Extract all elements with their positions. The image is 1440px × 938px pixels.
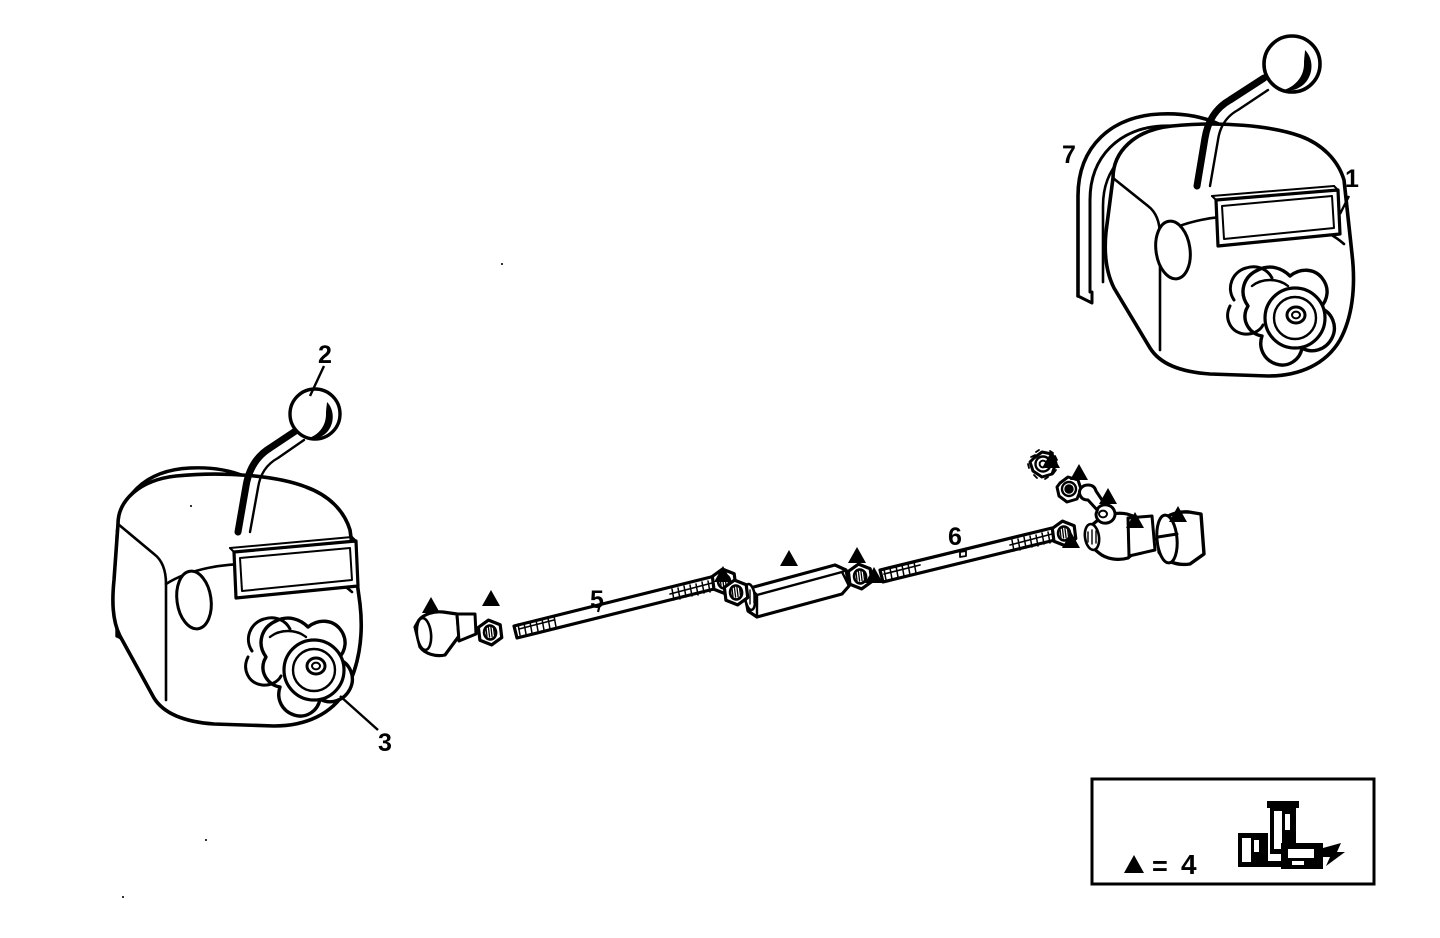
legend-product-image [1238, 801, 1345, 869]
legend-equals-sign: = [1152, 851, 1168, 881]
legend-box [1090, 777, 1376, 886]
lower-unit-rotary-cam [244, 616, 355, 718]
upper-unit-ball-knob [1262, 34, 1322, 94]
linkage-hex-bolt [1078, 483, 1117, 525]
callout-leaders [596, 603, 602, 613]
callout-label-3: 3 [378, 729, 392, 757]
callout-1-leader [1338, 195, 1351, 215]
lower-control-unit [111, 387, 364, 728]
callout-3-leader [339, 695, 379, 731]
scan-artifacts [122, 263, 503, 898]
lower-unit-port [175, 569, 213, 631]
linkage-socket-right [1155, 510, 1206, 567]
lower-unit-lever [234, 387, 342, 536]
upper-control-unit [1076, 34, 1356, 378]
linkage-threaded-rod-right [878, 526, 1057, 584]
upper-unit-port [1154, 219, 1192, 281]
callout-label-2: 2 [318, 341, 332, 369]
legend-triangle-icon [1124, 855, 1144, 873]
upper-unit-rotary-cam [1226, 265, 1337, 367]
linkage-flat-washer [1055, 475, 1083, 504]
callout-label-1: 1 [1345, 165, 1359, 193]
linkage-clevis-socket-left [413, 610, 478, 658]
legend-value: 4 [1181, 849, 1197, 880]
upper-unit-nameplate [1211, 185, 1342, 248]
callout-label-6: 6 [948, 523, 962, 551]
callout-2-leader [308, 365, 326, 397]
callout-label-5: 5 [590, 586, 604, 614]
upper-unit-lever [1193, 34, 1322, 190]
lower-unit-nameplate [229, 536, 360, 600]
callout-label-7: 7 [1062, 141, 1076, 169]
